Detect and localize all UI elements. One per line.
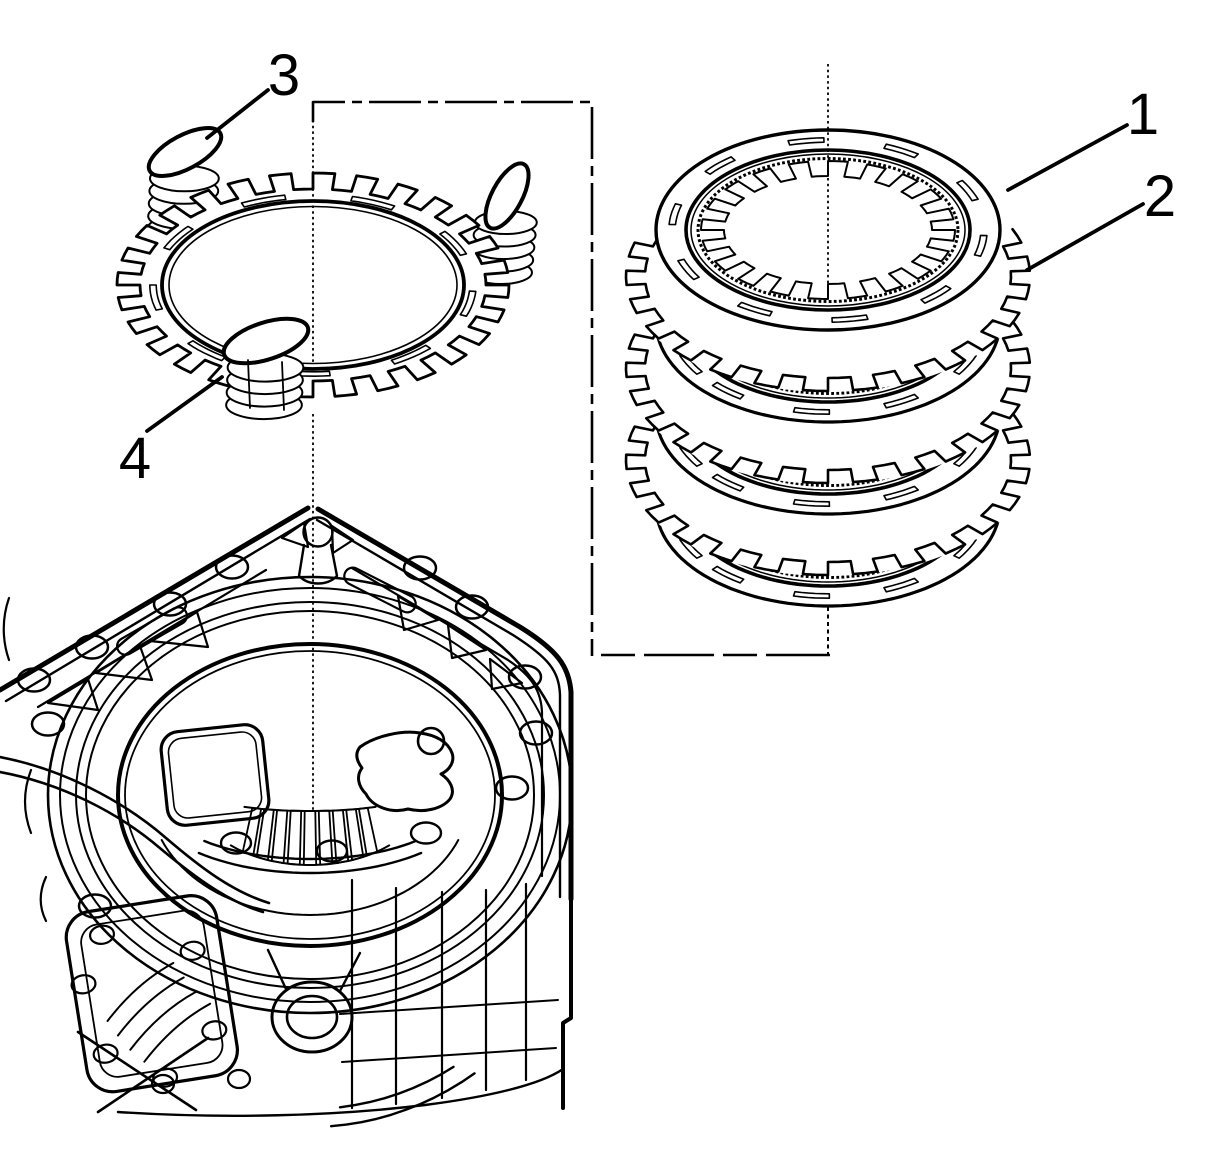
leader-lines <box>145 88 1145 433</box>
alignment-dashed-lines <box>311 100 830 657</box>
center-lines <box>312 64 829 810</box>
callout-number-3: 3 <box>268 43 300 108</box>
leader-line-1 <box>1006 123 1129 192</box>
leader-line-4 <box>145 375 224 433</box>
callouts: 1 2 3 4 <box>119 43 1176 491</box>
transmission-case <box>0 505 574 1128</box>
callout-number-2: 2 <box>1144 164 1176 229</box>
leader-line-3 <box>205 88 270 140</box>
callout-number-4: 4 <box>119 426 151 491</box>
leader-line-2 <box>1025 202 1145 272</box>
callout-number-1: 1 <box>1127 82 1159 147</box>
spring-plate-assembly <box>115 126 538 421</box>
